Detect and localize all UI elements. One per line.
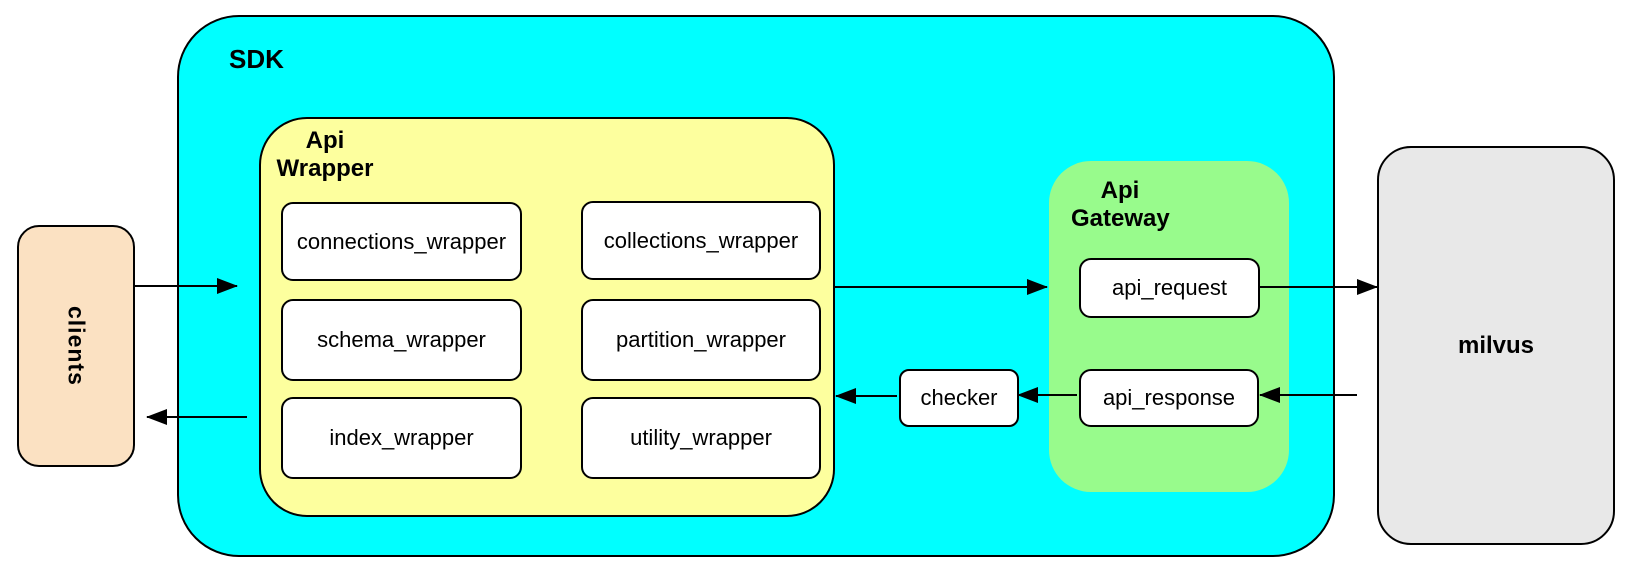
arrow-sdk-to-clients [146, 409, 247, 425]
arrow-checker-to-api-wrapper [835, 388, 897, 404]
node-partition-wrapper: partition_wrapper [581, 299, 821, 381]
sdk-container: SDK Api Wrapper connections_wrapper coll… [177, 15, 1335, 557]
arrow-milvus-to-api-response [1259, 387, 1357, 403]
api-wrapper-label: Api Wrapper [269, 127, 381, 183]
node-index-wrapper: index_wrapper [281, 397, 522, 479]
api-wrapper-label-line2: Wrapper [276, 155, 374, 182]
node-checker: checker [899, 369, 1019, 427]
sdk-label: SDK [229, 44, 284, 74]
node-clients: clients [17, 225, 135, 467]
arrow-api-response-to-checker [1017, 387, 1077, 403]
api-wrapper-label-line1: Api [305, 127, 345, 154]
node-connections-wrapper: connections_wrapper [281, 202, 522, 281]
arrowhead-right-icon [217, 278, 238, 294]
arrowhead-left-icon [1259, 387, 1280, 403]
arrowhead-left-icon [835, 388, 856, 404]
api-gateway-container: Api Gateway api_request api_response [1049, 161, 1289, 492]
arrowhead-right-icon [1027, 279, 1048, 295]
arrow-api-wrapper-to-api-gateway [833, 279, 1048, 295]
node-schema-wrapper: schema_wrapper [281, 299, 522, 381]
node-collections-wrapper: collections_wrapper [581, 201, 821, 280]
node-utility-wrapper: utility_wrapper [581, 397, 821, 479]
node-api-request: api_request [1079, 258, 1260, 318]
arrowhead-right-icon [1357, 279, 1378, 295]
api-gateway-label-line1: Api [1100, 177, 1140, 204]
arrowhead-left-icon [146, 409, 167, 425]
arrow-clients-to-sdk [135, 278, 238, 294]
node-api-response: api_response [1079, 369, 1259, 427]
api-gateway-label-line2: Gateway [1071, 205, 1170, 232]
arrowhead-left-icon [1017, 387, 1038, 403]
clients-label: clients [63, 306, 90, 386]
node-milvus: milvus [1377, 146, 1615, 545]
api-wrapper-container: Api Wrapper connections_wrapper collecti… [259, 117, 835, 517]
api-gateway-label: Api Gateway [1071, 177, 1170, 233]
arrow-api-request-to-milvus [1258, 279, 1378, 295]
